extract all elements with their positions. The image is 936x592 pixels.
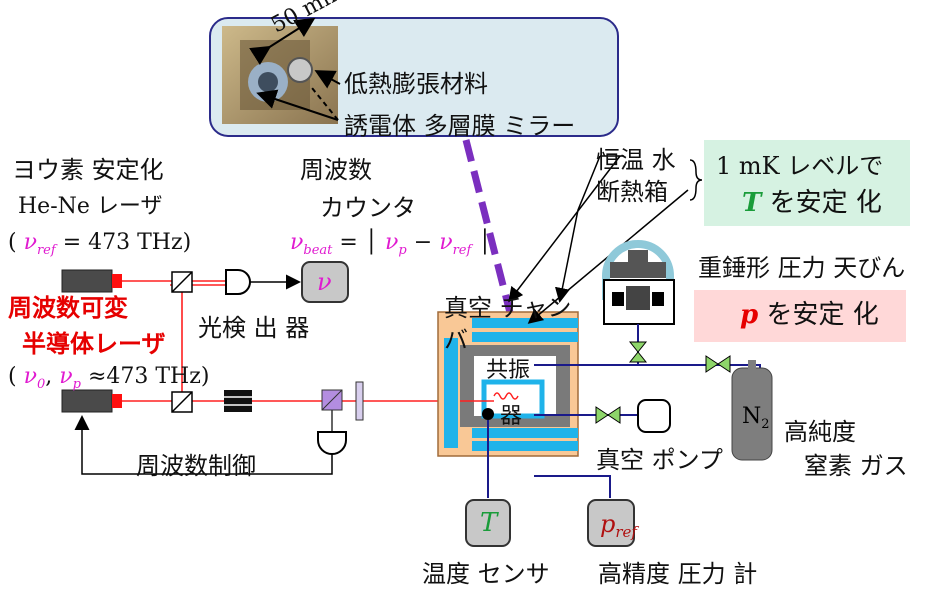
- temperature-sensor-display: [465, 499, 511, 547]
- nu-symbol: ν: [23, 230, 37, 255]
- beat-subscript: beat: [303, 243, 333, 258]
- balance-label: 重錘形 圧力 天びん: [698, 254, 906, 282]
- green-box-line2: T を安定 化: [742, 190, 882, 216]
- iodine-label-line1: ヨウ素 安定化: [12, 156, 164, 184]
- feedback-detector: [317, 431, 347, 455]
- counter-icon: ν: [317, 268, 332, 296]
- green-note-box: [704, 140, 910, 226]
- tunable-value: ≈473 THz): [87, 364, 210, 389]
- pressure-icon: pref: [600, 512, 637, 540]
- nu-beat: ν: [290, 230, 304, 255]
- diode-laser-aperture: [112, 394, 122, 408]
- zero-subscript: 0: [36, 377, 46, 392]
- hene-laser-aperture: [112, 274, 122, 288]
- thermo-label-line2: 断熱箱: [596, 178, 668, 206]
- nu-p: ν: [59, 364, 73, 389]
- valve-pump: [595, 406, 621, 424]
- green-box-line1: 1 mK レベルで: [716, 152, 884, 180]
- tunable-label-line1: 周波数可変: [8, 294, 128, 322]
- n2-gas-label: 窒素 ガス: [804, 452, 908, 480]
- pointer-mirror-1: [256, 89, 339, 121]
- nu-0: ν: [23, 364, 37, 389]
- nu-ref: ν: [439, 230, 453, 255]
- vacuum-chamber-label-line1: 真空 チャン: [444, 294, 572, 322]
- iodine-label-line2: He-Ne レーザ: [18, 194, 163, 219]
- minus: −: [413, 230, 433, 255]
- pink-box-text: p を安定 化: [740, 302, 879, 328]
- ref-subscript: ref: [615, 523, 637, 541]
- pressure-gauge-display: [587, 499, 635, 547]
- pointer-low-exp: [314, 70, 341, 89]
- feedback-loop: [74, 415, 333, 475]
- stabilize-text: を安定 化: [761, 188, 882, 218]
- p-symbol: p: [740, 300, 759, 330]
- n2-label: N2: [742, 404, 770, 432]
- n2-purity-label: 高純度: [784, 418, 856, 446]
- hene-laser: [61, 269, 113, 293]
- vacuum-pump: [637, 399, 671, 433]
- low-expansion-label: 低熱膨張材料: [344, 70, 488, 98]
- deadweight-balance: [602, 240, 675, 325]
- n-symbol: N: [742, 404, 762, 429]
- tunable-label-line2: 半導体レーザ: [22, 330, 166, 358]
- detector-label: 光検 出 器: [198, 314, 310, 342]
- frequency-counter: [301, 261, 349, 303]
- p-subscript: p: [72, 377, 81, 392]
- waveplate: [355, 381, 364, 421]
- counter-label-line2: カウンタ: [320, 194, 416, 222]
- valve-n2: [705, 355, 731, 373]
- mirror-label: 誘電体 多層膜 ミラー: [344, 112, 576, 140]
- beat-equation: νbeat = │ νp − νref │: [290, 230, 492, 258]
- stabilize-text: を安定 化: [758, 300, 879, 330]
- frequency-control-label: 周波数制御: [136, 452, 256, 480]
- resonator-label-line2: 器: [500, 404, 523, 429]
- pink-note-box: [694, 290, 906, 342]
- resonator-label-line1: 共振: [486, 358, 531, 383]
- nu-p: ν: [385, 230, 399, 255]
- valve-balance: [628, 341, 648, 363]
- pointer-mirror-2: [311, 87, 339, 121]
- paren: (: [8, 364, 17, 389]
- gauge-label: 高精度 圧力 計: [598, 560, 758, 588]
- temperature-probe: [482, 408, 494, 420]
- resonator-spacer: [481, 379, 545, 419]
- tunable-frequency: ( ν0, νp ≈473 THz): [8, 364, 210, 392]
- resonator-beam: [493, 392, 519, 400]
- diode-laser: [61, 389, 113, 413]
- vacuum-pump-label: 真空 ポンプ: [596, 446, 723, 474]
- iodine-frequency: ( νref = 473 THz): [8, 230, 192, 258]
- T-symbol: T: [742, 188, 762, 218]
- photodetector: [225, 269, 251, 295]
- dimension-line: [249, 17, 316, 66]
- zoom-arrow: [462, 139, 524, 353]
- abs-bar: │: [478, 230, 492, 255]
- temp-sensor-label: 温度 センサ: [422, 560, 550, 588]
- cooling-bars: [444, 318, 578, 451]
- paren: (: [8, 230, 17, 255]
- comma: ,: [45, 364, 53, 389]
- n2-subscript: 2: [761, 417, 770, 432]
- vacuum-chamber-label-line2: バ: [444, 326, 468, 354]
- nu-subscript: ref: [36, 243, 56, 258]
- thermo-label-line1: 恒温 水: [596, 146, 676, 174]
- ref-subscript: ref: [452, 243, 472, 258]
- equals: = │: [339, 230, 379, 255]
- temp-sensor-icon: T: [480, 508, 498, 538]
- isolator: [224, 390, 252, 412]
- counter-label-line1: 周波数: [300, 156, 372, 184]
- iodine-value: = 473 THz): [62, 230, 192, 255]
- p-symbol: p: [600, 510, 616, 538]
- p-subscript: p: [398, 243, 407, 258]
